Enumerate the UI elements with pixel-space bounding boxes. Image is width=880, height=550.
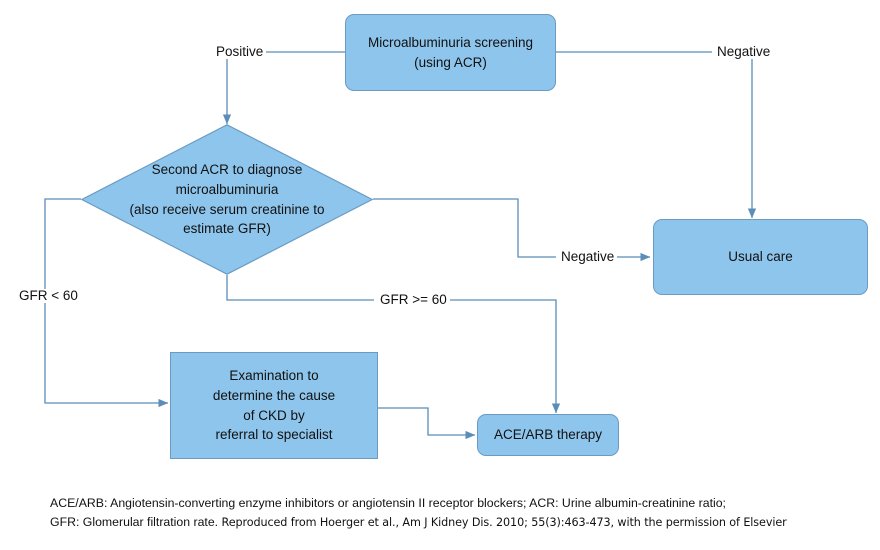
node-examination[interactable]: Examination to determine the cause of CK… <box>170 352 378 459</box>
footnote-citation: Reproduced from Hoerger et al., Am J Kid… <box>221 516 787 530</box>
edge-label-negative-top: Negative <box>714 45 774 59</box>
edge-label-gfr-gte-60: GFR >= 60 <box>377 293 450 307</box>
edge-label-positive: Positive <box>213 45 267 59</box>
node-second-acr[interactable]: Second ACR to diagnose microalbuminuria … <box>80 124 374 275</box>
edge-second-acr-gfr-gte-60-a <box>226 275 374 301</box>
node-microalbuminuria-screening-label: Microalbuminuria screening (using ACR) <box>367 34 534 70</box>
node-microalbuminuria-screening[interactable]: Microalbuminuria screening (using ACR) <box>345 14 556 91</box>
footnote-line-1: ACE/ARB: Angiotensin-converting enzyme i… <box>50 496 726 510</box>
node-examination-label: Examination to determine the cause of CK… <box>212 368 336 443</box>
node-usual-care-label: Usual care <box>728 249 793 265</box>
node-usual-care[interactable]: Usual care <box>653 219 868 295</box>
edge-label-gfr-lt-60: GFR < 60 <box>16 289 81 303</box>
footnote-abbrev-gfr: GFR: Glomerular filtration rate. <box>50 515 222 530</box>
edge-examination-to-ace-arb <box>378 407 476 440</box>
diamond-shape <box>80 124 374 275</box>
node-ace-arb-therapy[interactable]: ACE/ARB therapy <box>477 414 619 456</box>
node-ace-arb-therapy-label: ACE/ARB therapy <box>493 427 603 443</box>
edge-label-negative-mid: Negative <box>558 250 618 264</box>
edge-second-acr-negative <box>373 198 556 258</box>
footnote: ACE/ARB: Angiotensin-converting enzyme i… <box>50 494 870 532</box>
footnote-line-2: GFR: Glomerular filtration rate. Reprodu… <box>50 513 870 532</box>
edge-screening-to-second-acr <box>222 51 345 125</box>
edge-second-acr-gfr-gte-60-b <box>444 299 561 414</box>
